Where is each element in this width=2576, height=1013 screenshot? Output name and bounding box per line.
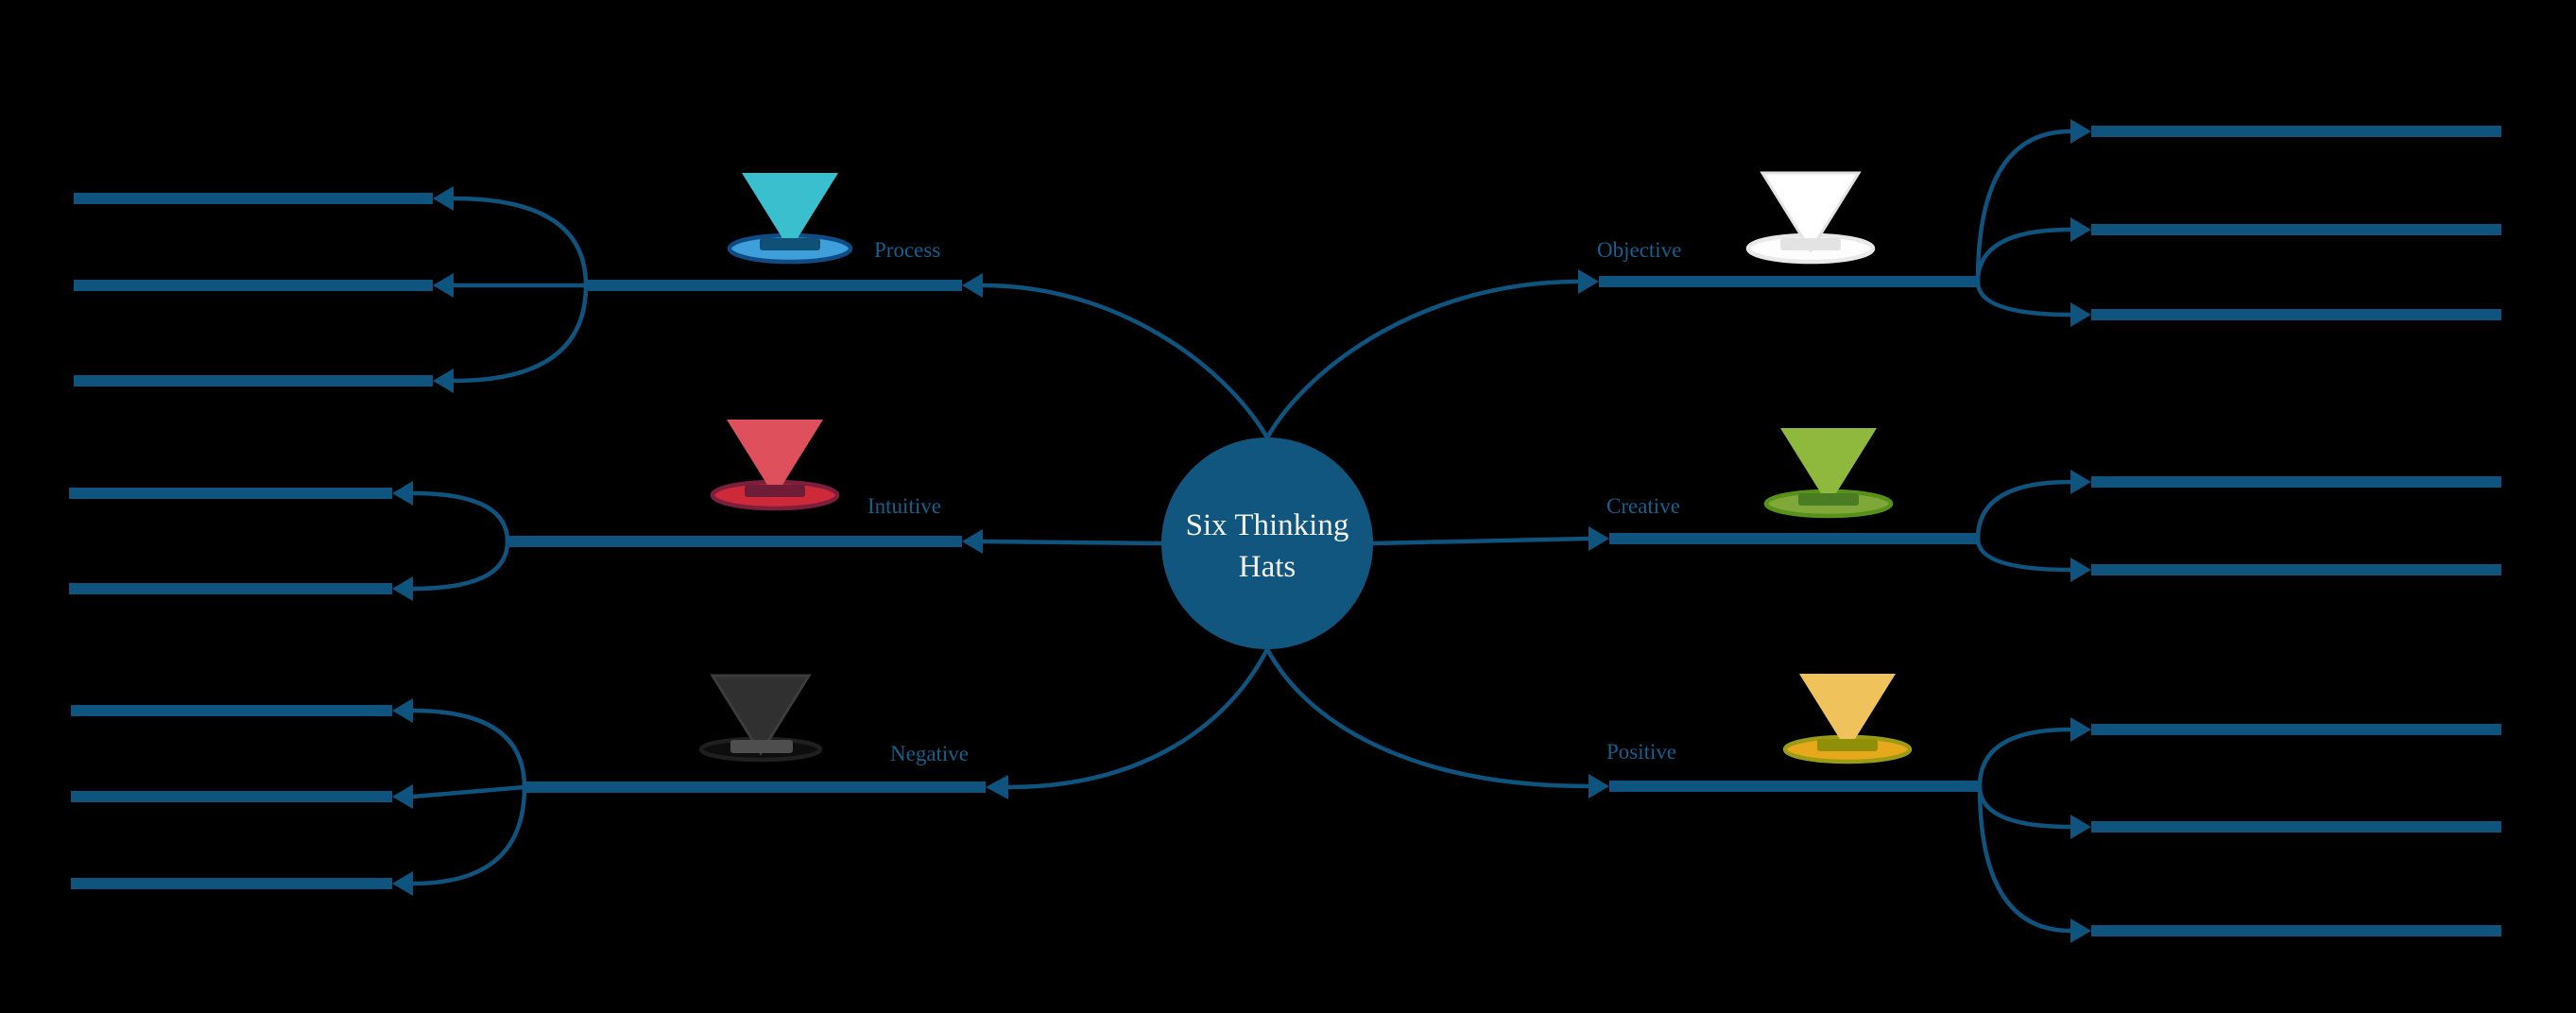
objective-sub-connector <box>1975 227 2073 284</box>
subtopic-arrowhead-icon <box>2070 717 2091 742</box>
creative-sub-connector <box>1975 536 2073 573</box>
hat-band <box>1780 238 1841 250</box>
negative-sub-connector <box>410 784 527 886</box>
subtopic-arrowhead-icon <box>2070 558 2091 582</box>
subtopic-arrowhead-icon <box>433 369 454 393</box>
center-topic[interactable]: Six Thinking Hats <box>1161 438 1373 649</box>
objective-sub-connector <box>1975 129 2073 284</box>
subtopic-arrowhead-icon <box>2070 119 2091 144</box>
creative-arrowhead-icon <box>1589 526 1609 551</box>
negative-hat-icon[interactable] <box>698 674 823 763</box>
intuitive-label[interactable]: Intuitive <box>867 494 941 518</box>
subtopic-arrowhead-icon <box>392 698 413 723</box>
intuitive-sub-connector <box>410 490 510 544</box>
hat-cone <box>1799 674 1896 751</box>
hat-cone <box>1760 171 1862 253</box>
objective-hat-icon[interactable] <box>1745 171 1876 265</box>
branch-negative: Negative <box>71 646 1270 896</box>
center-topic-circle[interactable] <box>1161 438 1373 649</box>
hat-cone <box>1780 428 1877 506</box>
connector-center-to-process <box>980 283 1270 440</box>
connector-center-to-creative <box>1370 536 1591 546</box>
positive-hat-icon[interactable] <box>1782 674 1913 764</box>
subtopic-arrowhead-icon <box>2070 815 2091 839</box>
hat-cone <box>742 173 838 250</box>
branch-positive: Positive <box>1264 646 2501 943</box>
hat-band <box>745 485 805 497</box>
creative-hat-icon[interactable] <box>1763 428 1894 519</box>
subtopic-arrowhead-icon <box>433 273 454 298</box>
objective-label[interactable]: Objective <box>1597 238 1681 262</box>
connector-center-to-positive <box>1264 646 1591 789</box>
intuitive-arrowhead-icon <box>962 529 983 554</box>
hat-band <box>1817 739 1878 751</box>
positive-sub-connector <box>1977 783 2073 934</box>
intuitive-sub-connector <box>410 539 510 592</box>
center-topic-label-line1: Six Thinking <box>1186 508 1349 542</box>
subtopic-arrowhead-icon <box>2070 302 2091 327</box>
intuitive-hat-icon[interactable] <box>710 420 840 511</box>
positive-sub-connector <box>1977 783 2073 830</box>
subtopic-arrowhead-icon <box>2070 919 2091 943</box>
subtopic-arrowhead-icon <box>392 576 413 601</box>
subtopic-arrowhead-icon <box>2070 470 2091 494</box>
negative-sub-connector <box>410 784 527 799</box>
process-label[interactable]: Process <box>874 238 940 262</box>
subtopic-arrowhead-icon <box>392 481 413 506</box>
connector-center-to-intuitive <box>980 539 1165 546</box>
branch-process: Process <box>74 173 1270 440</box>
connector-center-to-negative <box>1005 646 1270 790</box>
subtopic-arrowhead-icon <box>392 784 413 809</box>
subtopic-arrowhead-icon <box>392 871 413 896</box>
branch-creative: Creative <box>1370 428 2501 582</box>
branch-intuitive: Intuitive <box>69 420 1165 601</box>
process-sub-connector <box>451 196 589 288</box>
hat-cone <box>710 674 812 756</box>
process-sub-connector <box>451 283 589 384</box>
negative-label[interactable]: Negative <box>890 742 969 765</box>
hat-band <box>730 740 793 753</box>
process-arrowhead-icon <box>962 273 983 298</box>
creative-label[interactable]: Creative <box>1606 494 1680 518</box>
negative-arrowhead-icon <box>986 775 1008 799</box>
objective-sub-connector <box>1975 279 2073 318</box>
subtopic-arrowhead-icon <box>433 186 454 211</box>
hat-cone <box>727 420 823 497</box>
branch-objective: Objective <box>1264 119 2501 440</box>
connector-center-to-objective <box>1264 279 1581 440</box>
objective-arrowhead-icon <box>1578 269 1599 294</box>
positive-arrowhead-icon <box>1589 774 1609 798</box>
hat-band <box>1798 493 1859 506</box>
hat-band <box>760 238 820 250</box>
positive-sub-connector <box>1977 727 2073 789</box>
positive-label[interactable]: Positive <box>1606 740 1676 764</box>
process-hat-icon[interactable] <box>727 173 853 265</box>
negative-sub-connector <box>410 708 527 790</box>
subtopic-arrowhead-icon <box>2070 217 2091 242</box>
creative-sub-connector <box>1975 479 2073 541</box>
center-topic-label-line2: Hats <box>1239 550 1297 584</box>
